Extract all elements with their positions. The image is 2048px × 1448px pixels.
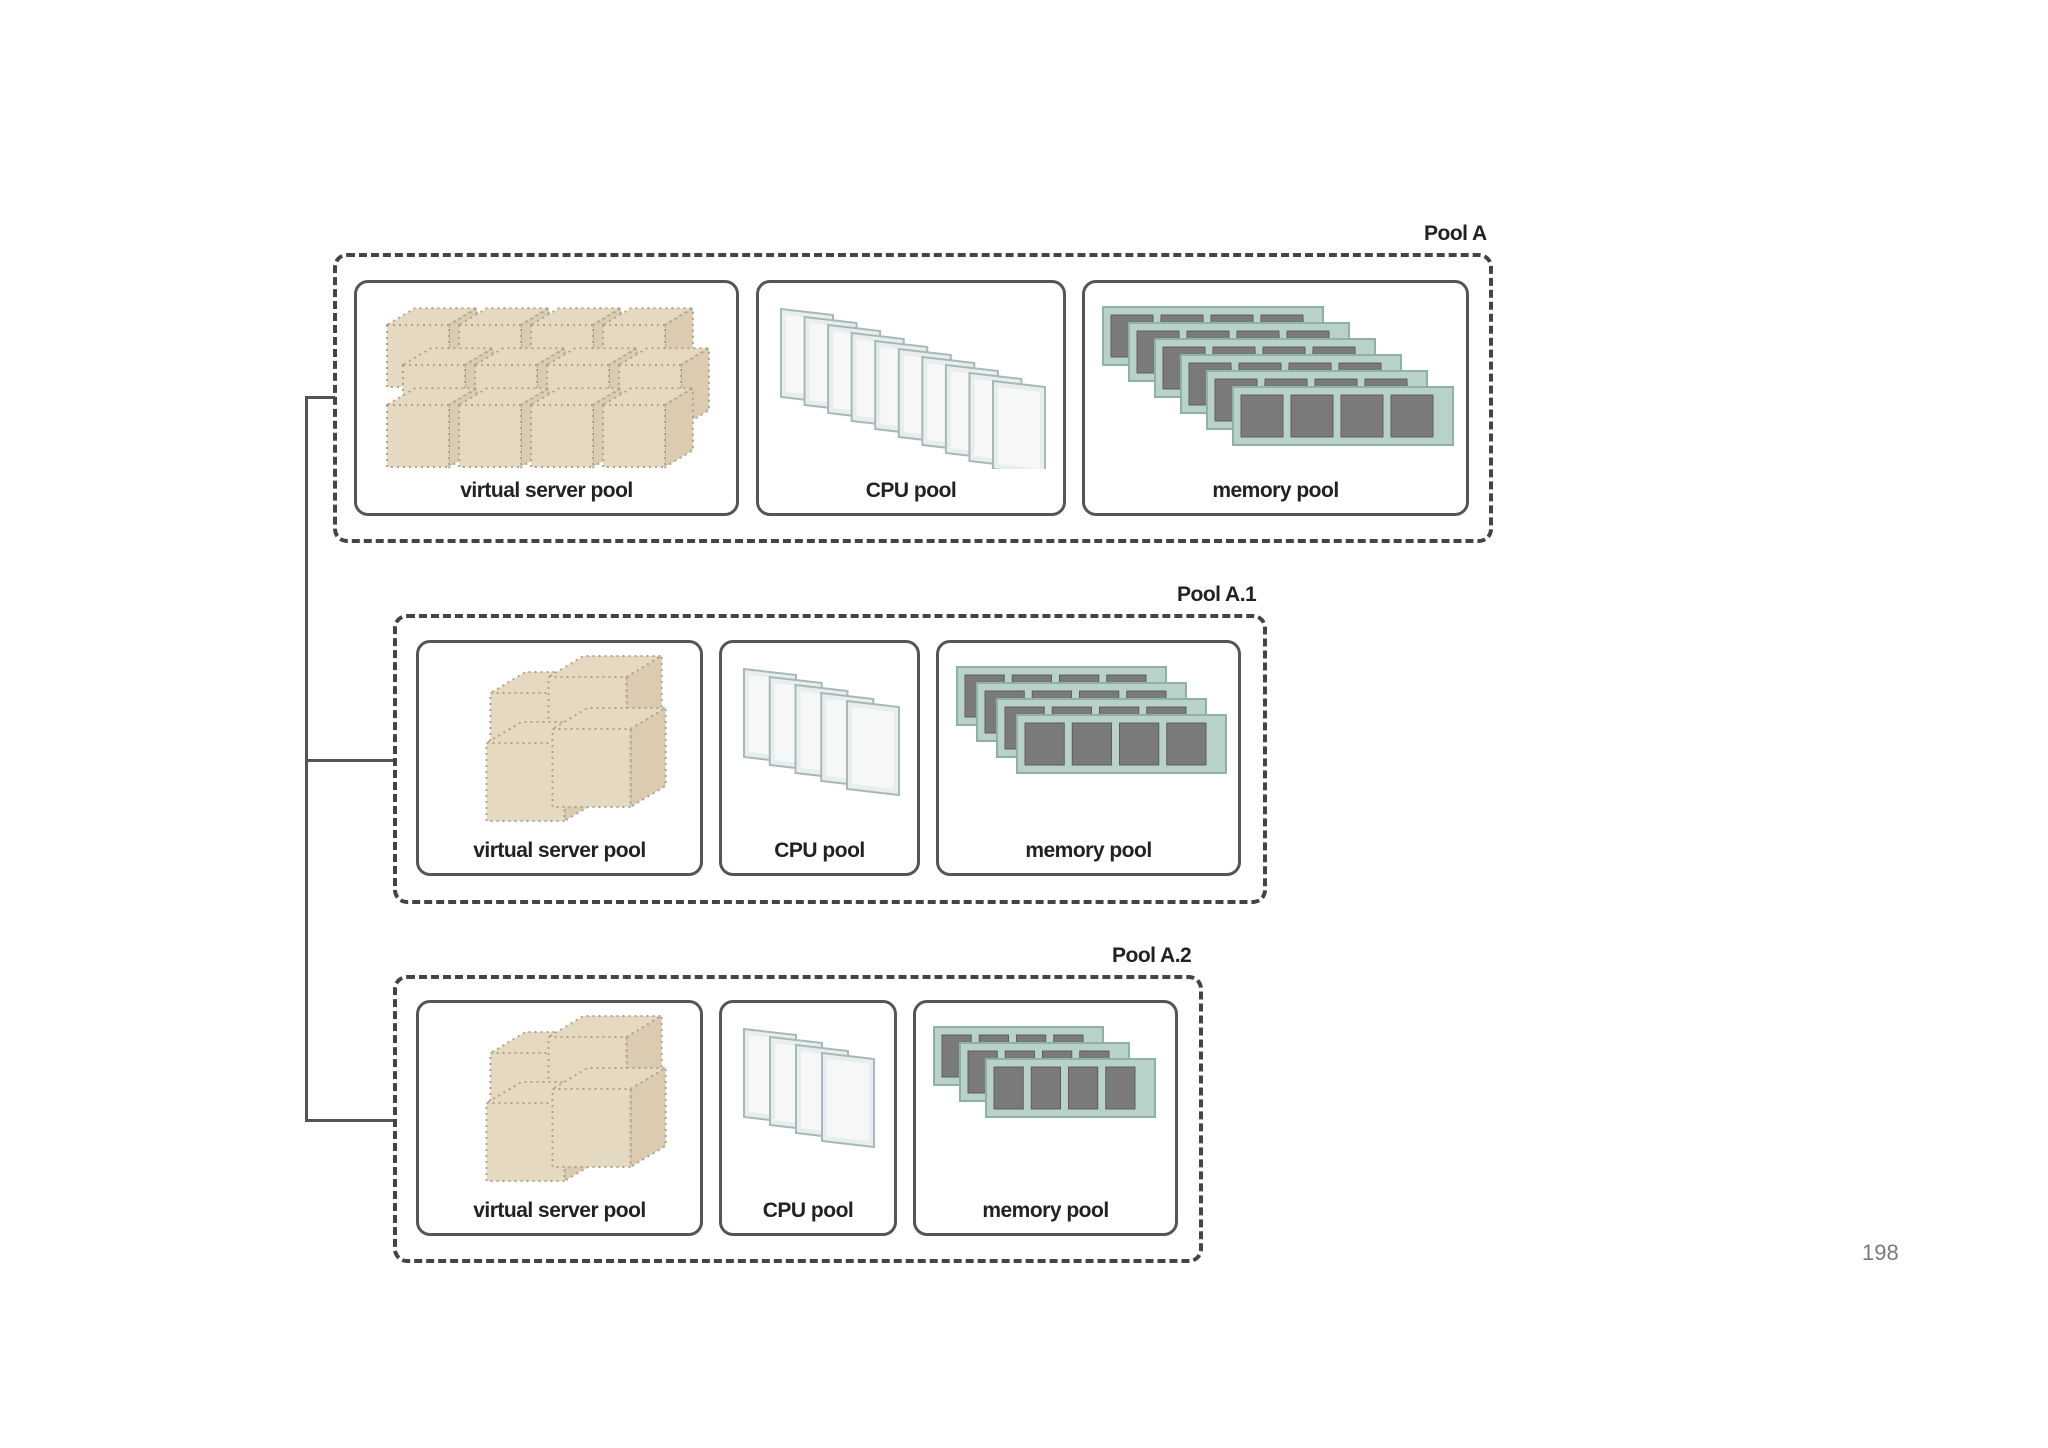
pool-illustration xyxy=(743,1027,875,1149)
pool-illustration xyxy=(743,667,900,797)
page-number: 198 xyxy=(1862,1240,1899,1265)
pool-a-cpu-pool: CPU pool xyxy=(756,280,1066,516)
connector-vertical xyxy=(305,396,308,1120)
pool-box-label: virtual server pool xyxy=(473,1199,646,1222)
pool-illustration xyxy=(956,666,1227,774)
pool-box-label: CPU pool xyxy=(774,839,865,862)
pool-box-label: memory pool xyxy=(982,1199,1109,1222)
pool-a1-virtual-server-pool: virtual server pool xyxy=(416,640,703,876)
connector-to-pool-a xyxy=(305,396,335,399)
connector-to-pool-a1 xyxy=(305,759,395,762)
pool-illustration xyxy=(383,306,713,469)
connector-to-pool-a2 xyxy=(305,1119,395,1122)
pool-a1-memory-pool: memory pool xyxy=(936,640,1241,876)
pool-a-memory-pool: memory pool xyxy=(1082,280,1469,516)
memory-module xyxy=(1232,386,1454,446)
pool-a1-title: Pool A.1 xyxy=(1177,583,1257,606)
pool-box-label: CPU pool xyxy=(762,1199,854,1222)
pool-a2-memory-pool: memory pool xyxy=(913,1000,1178,1236)
pool-illustration xyxy=(780,307,1046,469)
memory-module xyxy=(985,1058,1156,1118)
pool-a2-virtual-server-pool: virtual server pool xyxy=(416,1000,703,1236)
pool-a-virtual-server-pool: virtual server pool xyxy=(354,280,739,516)
cpu-chip xyxy=(846,699,900,797)
pool-box-label: memory pool xyxy=(1025,839,1152,862)
pool-a2-title: Pool A.2 xyxy=(1112,944,1192,967)
pool-a1-cpu-pool: CPU pool xyxy=(719,640,920,876)
pool-a-group xyxy=(333,253,1493,543)
pool-a-title: Pool A xyxy=(1424,222,1487,245)
pool-box-label: virtual server pool xyxy=(460,479,633,502)
virtual-server-cube xyxy=(548,706,670,809)
pool-a2-cpu-pool: CPU pool xyxy=(719,1000,897,1236)
memory-module xyxy=(1016,714,1227,774)
pool-illustration xyxy=(482,1014,670,1183)
pool-a1-group xyxy=(393,614,1267,904)
pool-box-label: memory pool xyxy=(1212,479,1339,502)
pool-illustration xyxy=(482,654,670,823)
virtual-server-cube xyxy=(548,1066,670,1169)
pool-box-label: virtual server pool xyxy=(473,839,646,862)
pool-a2-group xyxy=(393,975,1203,1263)
pool-illustration xyxy=(933,1026,1156,1118)
pool-box-label: CPU pool xyxy=(865,479,957,502)
cpu-chip xyxy=(992,379,1046,469)
cpu-chip xyxy=(821,1051,875,1149)
pool-illustration xyxy=(1102,306,1454,446)
virtual-server-cube xyxy=(599,386,697,469)
